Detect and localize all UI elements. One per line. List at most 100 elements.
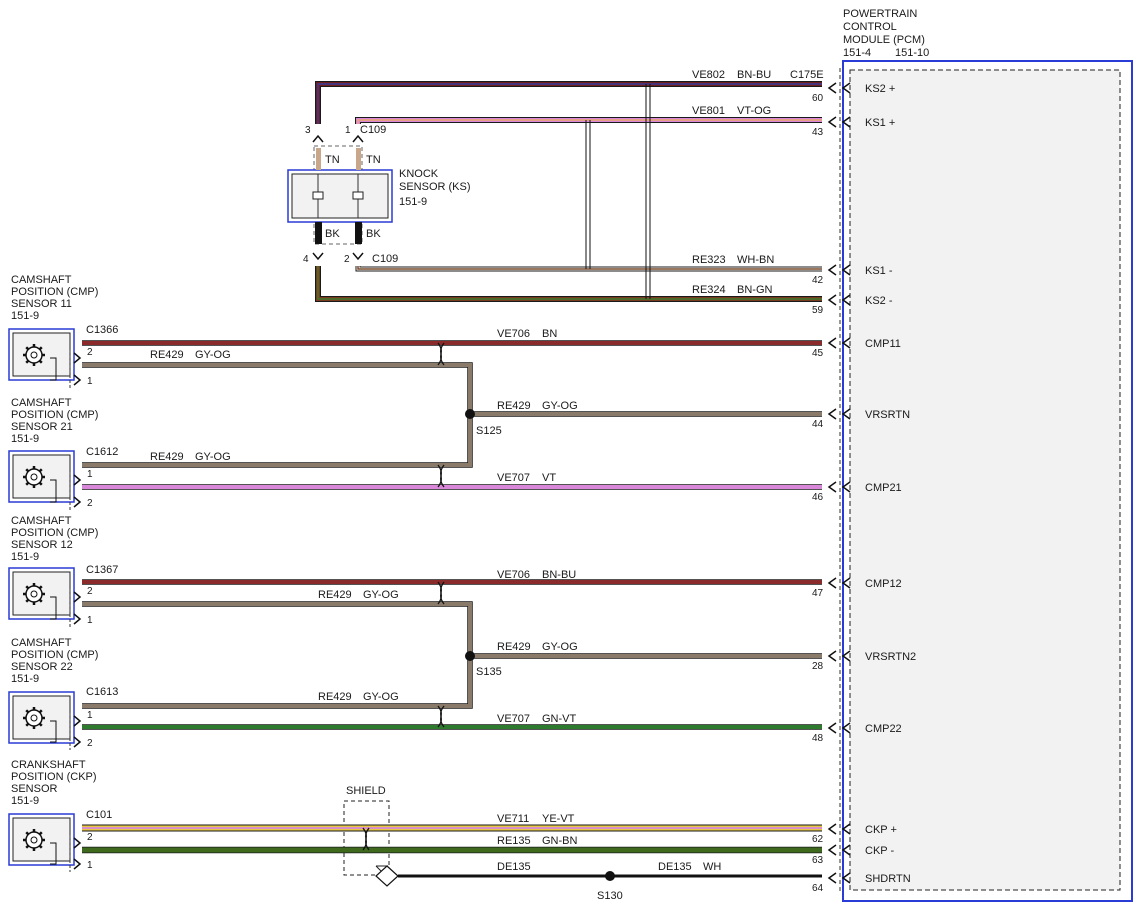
pcm-pin-arrow: [827, 481, 837, 493]
pcm-pin-number: 43: [812, 127, 824, 138]
pcm-pin-arrow: [827, 116, 837, 128]
wire-ve707-a-color: VT: [542, 472, 556, 484]
pcm-pin-arrow: [841, 294, 851, 306]
pcm-pin-arrow: [827, 872, 837, 884]
ks-connector-top: C109: [360, 124, 386, 136]
ks-lead-tn-left: [316, 148, 321, 170]
wire-re429-b-color: GY-OG: [542, 400, 578, 412]
gear-icon: [23, 829, 45, 851]
gear-hub: [30, 590, 38, 598]
pcm-pin-number: 42: [812, 275, 824, 286]
splice-label: S135: [476, 666, 502, 678]
ks-pin-4: 4: [303, 254, 309, 265]
pcm-pin-number: 59: [812, 305, 824, 316]
wire-ve706-b-color: BN-BU: [542, 569, 576, 581]
wire-ve711-color: YE-VT: [542, 813, 575, 825]
wire-re429-f-outline: [82, 656, 473, 709]
sensor-pin-arrow: [73, 858, 82, 870]
wire-ve801-color: VT-OG: [737, 105, 771, 117]
wire-re135-color: GN-BN: [542, 835, 578, 847]
gear-icon: [23, 583, 45, 605]
pcm-pin-number: 45: [812, 348, 824, 359]
pcm-connector-label: C175E: [790, 69, 824, 81]
pcm-pin-arrow: [827, 264, 837, 276]
shield-box: [343, 800, 390, 876]
ks-pin-2: 2: [344, 254, 350, 265]
pcm-pin-arrow: [841, 650, 851, 662]
wire-re429-d-color: GY-OG: [363, 589, 399, 601]
sensor-ref: 151-9: [11, 433, 39, 445]
sensor-pin-number: 2: [87, 498, 93, 509]
wire-ve801-circuit: VE801: [692, 105, 725, 117]
sensor-title-line: CAMSHAFT: [11, 397, 72, 409]
sensor-title-line: SENSOR 12: [11, 539, 73, 551]
wire-de135-right-color: WH: [703, 861, 721, 873]
gear-hub: [30, 351, 38, 359]
twist-mark: [645, 84, 651, 299]
ks-pin-1: 1: [345, 125, 351, 136]
sensor-internal-lead: [50, 842, 57, 865]
sensor-pin-arrow: [73, 736, 82, 748]
pcm-ref-2: 151-10: [895, 47, 929, 59]
sensor-internal-lead: [50, 479, 57, 503]
sensor-pin-arrow: [73, 613, 82, 625]
pcm-pin-name: KS2 +: [865, 83, 895, 95]
wire-re324-stripe: [317, 266, 822, 300]
pcm-pin-number: 64: [812, 883, 824, 894]
twist-mark: [437, 464, 445, 488]
twist-mark: [437, 705, 445, 728]
wire-re429-c: [82, 414, 472, 467]
gear-hub: [30, 473, 38, 481]
pcm-ref-1: 151-4: [843, 47, 871, 59]
splice-label: S130: [597, 890, 623, 902]
pcm-pin-arrow: [841, 82, 851, 94]
ks-lead-bk-left: [315, 222, 322, 244]
pcm-pin-arrow: [841, 577, 851, 589]
sensor-connector-label: C1613: [86, 686, 118, 698]
pcm-pin-number: 46: [812, 492, 824, 503]
pcm-title-line-2: CONTROL: [843, 21, 897, 33]
sensor-title-line: POSITION (CMP): [11, 527, 98, 539]
pcm-pin-arrow: [827, 844, 837, 856]
wire-ve707-a-circuit: VE707: [497, 472, 530, 484]
sensor-pin-number: 1: [87, 710, 93, 721]
ks-lead-label-br: BK: [366, 228, 381, 240]
wire-re429-c-circuit: RE429: [150, 451, 184, 463]
ks-body: [291, 173, 389, 219]
pcm-pin-name: CMP11: [865, 338, 901, 350]
pcm-pin-name: SHDRTN: [865, 873, 911, 885]
sensor-title-line: SENSOR 21: [11, 421, 73, 433]
pcm-pin-number: 28: [812, 661, 824, 672]
wire-re429-d-outline: [82, 601, 473, 656]
sensor-internal-lead: [50, 596, 57, 620]
wire-re429-f: [82, 656, 472, 708]
wire-re324-color: BN-GN: [737, 284, 773, 296]
sensor-pin-number: 2: [87, 738, 93, 749]
ks-lead-bk-right: [355, 222, 362, 244]
shield: SHIELD: [343, 785, 390, 877]
sensor-pin-arrow: [73, 474, 82, 486]
pcm-pin-name: CMP12: [865, 578, 902, 590]
wire-re429-c-color: GY-OG: [195, 451, 231, 463]
ks-element-left: [312, 191, 324, 200]
sensor-connector-label: C1612: [86, 446, 118, 458]
gear-icon: [23, 344, 45, 366]
pcm-pin-name: KS1 +: [865, 117, 895, 129]
wire-re323-stripe: [357, 266, 822, 270]
ks-pin-arrow-4: [312, 252, 324, 261]
wire-ve802-color: BN-BU: [737, 69, 771, 81]
pcm-pin-arrow: [827, 82, 837, 94]
sensor-pin-arrow: [73, 374, 82, 386]
wire-ve711-circuit: VE711: [497, 813, 529, 825]
wire-re429-a: [82, 363, 472, 414]
wire-re429-a-outline: [82, 362, 473, 414]
pcm-pin-name: CKP -: [865, 845, 894, 857]
sensor-pin-number: 2: [87, 586, 93, 597]
shield-drain-symbol: [375, 865, 399, 887]
pcm-pin-number: 63: [812, 855, 824, 866]
sensor-pin-number: 1: [87, 469, 93, 480]
pcm-pin-arrow: [841, 408, 851, 420]
